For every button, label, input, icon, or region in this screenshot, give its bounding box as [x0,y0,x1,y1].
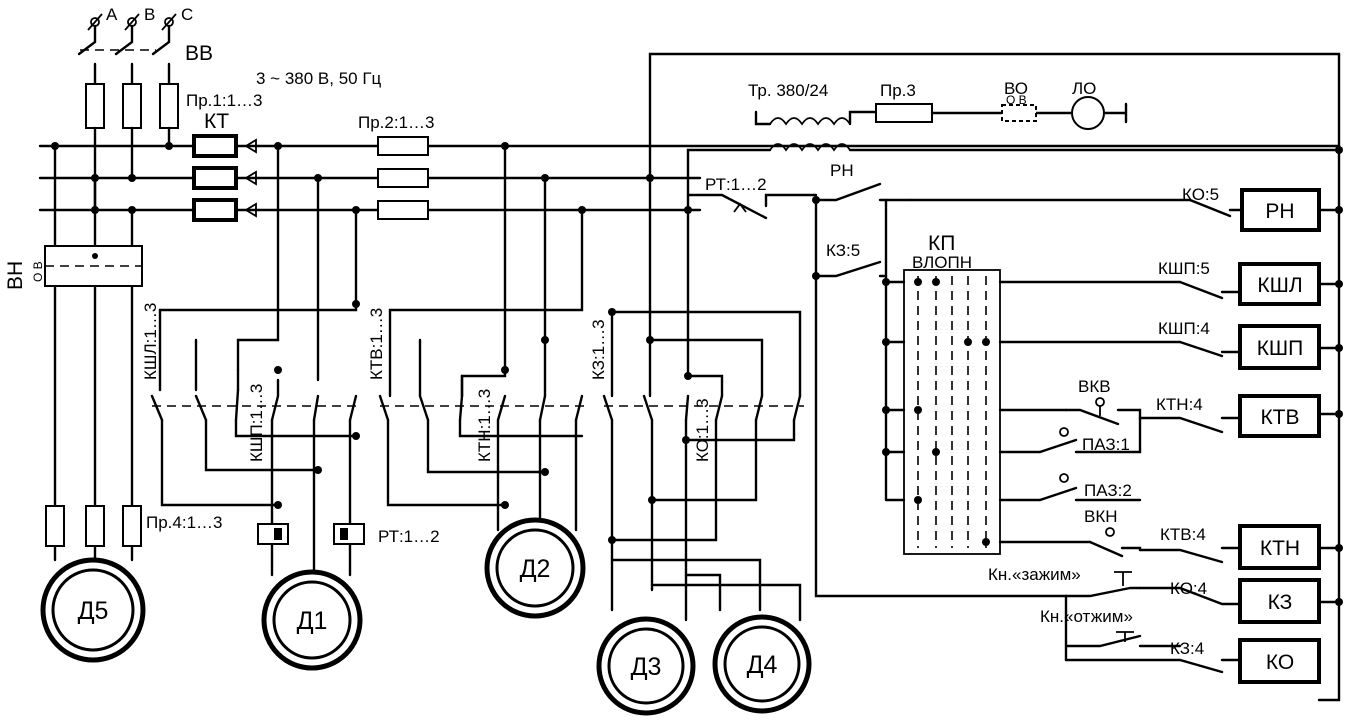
coil-ktn-contact: КТВ:4 [1160,525,1206,544]
contactor-ktn-label: КТН:1…3 [475,389,494,462]
pump-switch-label: ВН [4,261,27,290]
motor-d4: Д4 [747,651,778,679]
unclamp-button-label: Кн.«отжим» [1040,607,1133,626]
motor-d1: Д1 [297,607,328,635]
fuse4-label: Пр.4:1…3 [146,513,222,532]
thermal-relay-label: КТ [204,110,229,133]
coil-ktn-label: КТН [1260,537,1300,560]
motor-d2-branch: КТВ:1…3 КТН:1…3 Д2 [367,144,586,619]
coil-kshl [1238,262,1321,306]
power-buses: КТ Пр.2:1…3 [38,110,1341,222]
control-circuit: Тр. 380/24 Пр.3 ВО О В ЛО РТ:1…2 РН КЗ:5… [648,52,1343,702]
motor-d5: Д5 [78,597,109,625]
coil-column: КО:5 РН КШП:5 КШЛ КШП:4 КШП КТН:4 КТВ КТ… [1156,185,1321,684]
phase-c-label: C [181,5,193,24]
motor-d2: Д2 [520,555,551,583]
coil-rn-label: РН [1265,200,1294,223]
vkv-label: ВКВ [1078,377,1111,396]
motor-d1-branch: КШЛ:1…3 КШП:1…3 РТ:1…2 Д1 [141,144,440,671]
lamp-label: ЛО [1072,79,1096,98]
phase-b-label: B [144,5,155,24]
coil-ktv-label: КТВ [1260,406,1299,429]
coil-rn-contact: КО:5 [1182,185,1219,204]
light-switch-pos: О В [1006,93,1027,107]
kp-positions: ВЛОПН [912,253,972,272]
coil-kz-contact: КО:4 [1170,579,1207,598]
coil-kshp-contact: КШП:4 [1158,319,1210,338]
contactor-kshp-label: КШП:1…3 [247,384,266,462]
coil-ko-contact: КЗ:4 [1170,639,1204,658]
kp-title: КП [928,232,955,255]
pump-switch-pos: О В [31,261,45,282]
coil-ktv-contact: КТН:4 [1156,395,1203,414]
coil-ko [1238,638,1321,684]
light-switch-label: ВО [1004,79,1028,98]
transformer-label: Тр. 380/24 [748,81,828,100]
rn-contact-label: РН [830,161,854,180]
pump-branch: ВН О В Пр.4:1…3 Д5 [4,144,222,663]
rt-contact-label: РТ:1…2 [705,175,767,194]
fuse2-label: Пр.2:1…3 [358,113,434,132]
main-switch-label: ВВ [185,42,213,65]
motor-d3-d4-branch: КЗ:1…3 КО:1…3 Д3 Д4 [589,176,812,716]
contactor-kz-label: КЗ:1…3 [589,319,608,380]
contactor-ko-label: КО:1…3 [693,398,712,462]
voltage-label: 3 ~ 380 В, 50 Гц [256,69,382,88]
paz1-label: ПАЗ:1 [1082,435,1130,454]
coil-kz-label: КЗ [1268,591,1293,614]
clamp-button-label: Кн.«зажим» [988,565,1081,584]
coil-ktv [1238,394,1321,438]
vkn-label: ВКН [1084,507,1118,526]
kz5-contact-label: КЗ:5 [826,241,860,260]
coil-kz [1238,578,1321,624]
phase-a-label: A [106,5,118,24]
thermal-rt-label: РТ:1…2 [378,527,440,546]
coil-ko-label: КО [1266,651,1294,674]
coil-rn [1240,188,1321,232]
coil-kshp-label: КШП [1257,337,1304,360]
contactor-kshl-label: КШЛ:1…3 [141,303,160,380]
coil-kshl-contact: КШП:5 [1158,259,1210,278]
coil-kshl-label: КШЛ [1257,274,1302,297]
contactor-ktv-label: КТВ:1…3 [367,308,386,380]
supply-input: A B C ВВ 3 ~ 380 В, 50 Гц Пр.1:1…3 [77,5,382,212]
fuse3-label: Пр.3 [880,81,916,100]
motor-d3: Д3 [631,653,662,681]
coil-kshp [1238,324,1321,370]
coil-ktn [1238,524,1321,570]
paz2-label: ПАЗ:2 [1084,481,1132,500]
fuse1-label: Пр.1:1…3 [186,91,262,110]
